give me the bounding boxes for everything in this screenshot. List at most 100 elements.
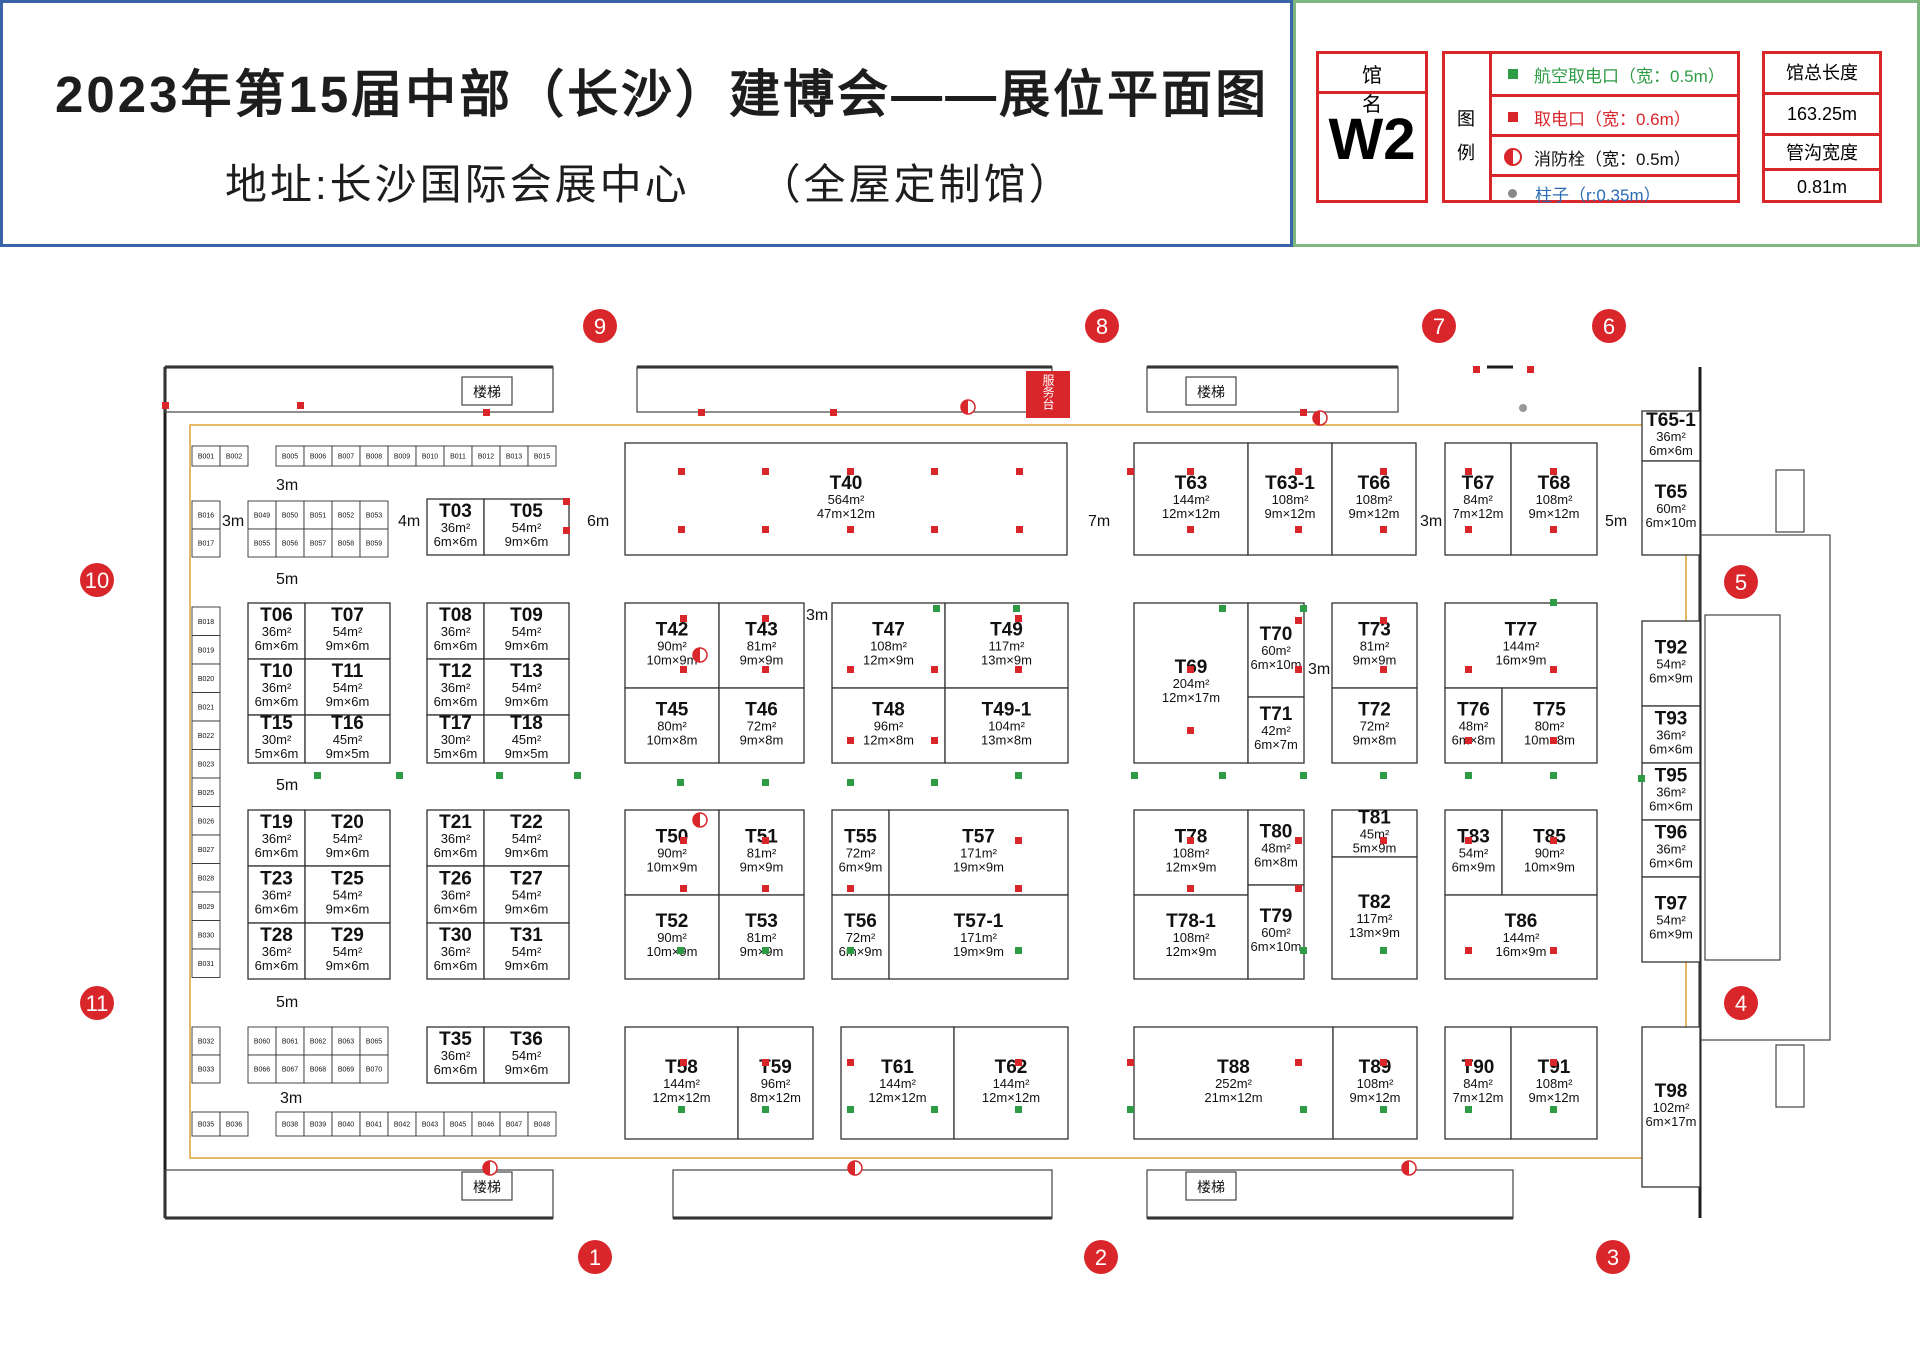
gate-11[interactable]: 11 bbox=[80, 986, 114, 1020]
small-booth-b011[interactable]: B011 bbox=[443, 445, 473, 467]
gate-marker-icon[interactable] bbox=[1724, 565, 1758, 599]
small-booth-b026[interactable]: B026 bbox=[191, 806, 221, 836]
booth-outline[interactable] bbox=[1133, 894, 1249, 980]
booth-outline[interactable] bbox=[1641, 762, 1701, 821]
booth-outline[interactable] bbox=[1331, 687, 1418, 764]
small-booth-outline[interactable] bbox=[191, 500, 221, 530]
gate-5[interactable]: 5 bbox=[1724, 565, 1758, 599]
small-booth-b015[interactable]: B015 bbox=[527, 445, 557, 467]
small-booth-b057[interactable]: B057 bbox=[303, 528, 333, 558]
small-booth-b028[interactable]: B028 bbox=[191, 863, 221, 893]
booth-outline[interactable] bbox=[1501, 687, 1598, 764]
small-booth-b045[interactable]: B045 bbox=[443, 1111, 473, 1137]
small-booth-outline[interactable] bbox=[191, 663, 221, 693]
small-booth-b052[interactable]: B052 bbox=[331, 500, 361, 530]
booth-outline[interactable] bbox=[718, 687, 805, 764]
gate-marker-icon[interactable] bbox=[1085, 309, 1119, 343]
booth-outline[interactable] bbox=[1133, 602, 1249, 764]
small-booth-b018[interactable]: B018 bbox=[191, 606, 221, 636]
small-booth-b043[interactable]: B043 bbox=[415, 1111, 445, 1137]
gate-marker-icon[interactable] bbox=[1724, 986, 1758, 1020]
small-booth-b019[interactable]: B019 bbox=[191, 635, 221, 665]
small-booth-b035[interactable]: B035 bbox=[191, 1111, 221, 1137]
small-booth-outline[interactable] bbox=[247, 500, 277, 530]
booth-outline[interactable] bbox=[1331, 602, 1418, 689]
small-booth-b050[interactable]: B050 bbox=[275, 500, 305, 530]
booth-outline[interactable] bbox=[483, 865, 570, 924]
booth-outline[interactable] bbox=[426, 865, 485, 924]
booth-outline[interactable] bbox=[718, 894, 805, 980]
booth-outline[interactable] bbox=[426, 658, 485, 716]
gate-7[interactable]: 7 bbox=[1422, 309, 1456, 343]
small-booth-b002[interactable]: B002 bbox=[219, 445, 249, 467]
small-booth-b048[interactable]: B048 bbox=[527, 1111, 557, 1137]
booth-outline[interactable] bbox=[1641, 876, 1701, 963]
booth-outline[interactable] bbox=[1641, 410, 1701, 462]
small-booth-outline[interactable] bbox=[247, 528, 277, 558]
booth-outline[interactable] bbox=[944, 602, 1069, 689]
small-booth-outline[interactable] bbox=[359, 528, 389, 558]
booth-outline[interactable] bbox=[1133, 442, 1249, 556]
small-booth-b029[interactable]: B029 bbox=[191, 891, 221, 921]
booth-outline[interactable] bbox=[888, 894, 1069, 980]
gate-marker-icon[interactable] bbox=[1422, 309, 1456, 343]
booth-outline[interactable] bbox=[831, 894, 890, 980]
small-booth-b065[interactable]: B065 bbox=[359, 1026, 389, 1056]
booth-outline[interactable] bbox=[1247, 442, 1333, 556]
small-booth-outline[interactable] bbox=[191, 635, 221, 665]
small-booth-outline[interactable] bbox=[275, 1054, 305, 1084]
booth-outline[interactable] bbox=[426, 714, 485, 764]
small-booth-b056[interactable]: B056 bbox=[275, 528, 305, 558]
small-booth-outline[interactable] bbox=[303, 1054, 333, 1084]
small-booth-outline[interactable] bbox=[191, 1054, 221, 1084]
small-booth-b041[interactable]: B041 bbox=[359, 1111, 389, 1137]
booth-outline[interactable] bbox=[831, 687, 946, 764]
booth-outline[interactable] bbox=[426, 1026, 485, 1084]
small-booth-outline[interactable] bbox=[359, 1111, 389, 1137]
gate-marker-icon[interactable] bbox=[578, 1240, 612, 1274]
booth-outline[interactable] bbox=[624, 442, 1068, 556]
gate-3[interactable]: 3 bbox=[1596, 1240, 1630, 1274]
small-booth-outline[interactable] bbox=[191, 528, 221, 558]
booth-outline[interactable] bbox=[1133, 809, 1249, 896]
small-booth-b020[interactable]: B020 bbox=[191, 663, 221, 693]
small-booth-outline[interactable] bbox=[471, 1111, 501, 1137]
booth-outline[interactable] bbox=[247, 658, 306, 716]
small-booth-b058[interactable]: B058 bbox=[331, 528, 361, 558]
gate-marker-icon[interactable] bbox=[80, 563, 114, 597]
booth-outline[interactable] bbox=[1331, 442, 1417, 556]
booth-outline[interactable] bbox=[426, 809, 485, 867]
small-booth-outline[interactable] bbox=[191, 606, 221, 636]
small-booth-b049[interactable]: B049 bbox=[247, 500, 277, 530]
small-booth-outline[interactable] bbox=[303, 528, 333, 558]
booth-outline[interactable] bbox=[304, 922, 391, 980]
